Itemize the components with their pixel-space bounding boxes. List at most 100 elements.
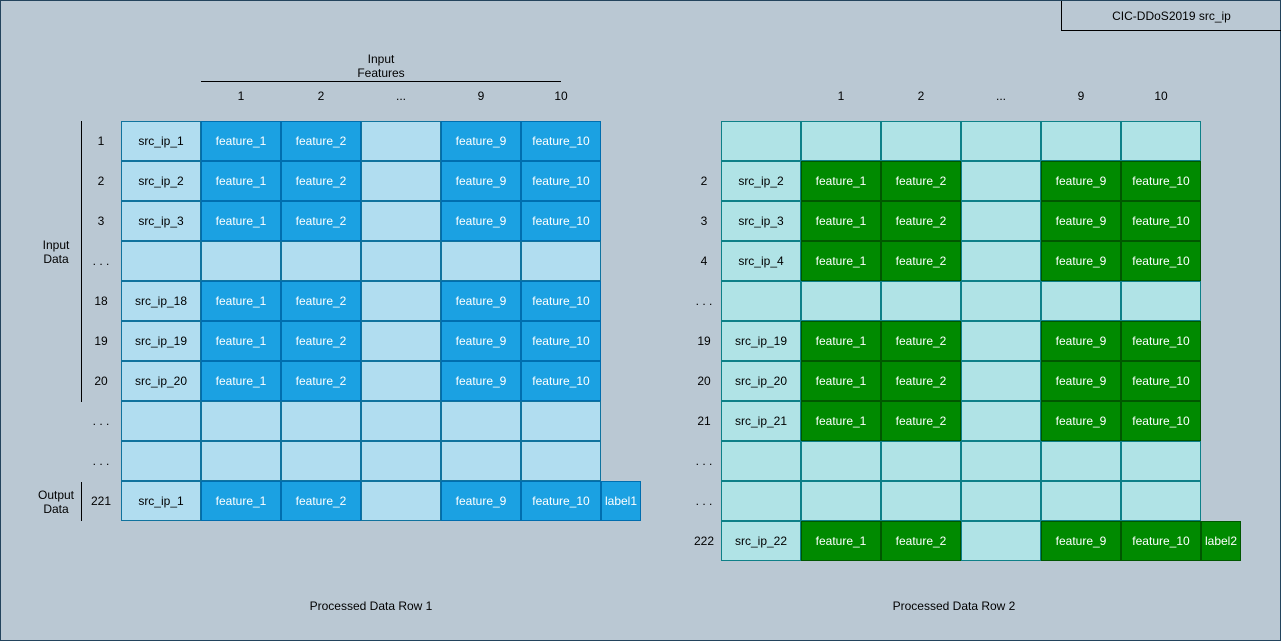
panel1-empty-cell xyxy=(441,241,521,281)
panel1-empty-cell xyxy=(361,121,441,161)
panel2-src-ip-cell: src_ip_3 xyxy=(721,201,801,241)
panel2-empty-cell xyxy=(1041,481,1121,521)
panel2-feature-cell: feature_1 xyxy=(801,161,881,201)
input-features-bracket xyxy=(201,81,561,82)
panel1-label-cell: label1 xyxy=(601,481,641,521)
panel2-empty-cell xyxy=(961,201,1041,241)
panel1-column-header-4: 10 xyxy=(554,89,568,103)
panel2-row-index: . . . xyxy=(695,494,713,508)
panel1-feature-cell: feature_10 xyxy=(521,281,601,321)
panel2-empty-cell xyxy=(961,481,1041,521)
panel2-empty-cell xyxy=(961,321,1041,361)
input-data-label: Input Data xyxy=(42,238,70,266)
panel2-feature-cell: feature_1 xyxy=(801,401,881,441)
panel1-feature-cell: feature_9 xyxy=(441,281,521,321)
panel1-feature-cell: feature_1 xyxy=(201,321,281,361)
panel2-feature-cell: feature_2 xyxy=(881,201,961,241)
panel2-row-index: . . . xyxy=(695,294,713,308)
panel1-column-header-3: 9 xyxy=(477,89,485,103)
panel1-row-index: 19 xyxy=(94,334,108,348)
panel2-empty-cell xyxy=(1041,441,1121,481)
panel2-src-ip-cell: src_ip_20 xyxy=(721,361,801,401)
panel1-feature-cell: feature_1 xyxy=(201,161,281,201)
panel1-row-index: 3 xyxy=(97,214,105,228)
panel2-feature-cell: feature_2 xyxy=(881,401,961,441)
panel1-feature-cell: feature_2 xyxy=(281,361,361,401)
panel2-empty-cell xyxy=(1041,121,1121,161)
panel2-src-ip-cell: src_ip_4 xyxy=(721,241,801,281)
panel1-feature-cell: feature_2 xyxy=(281,121,361,161)
panel2-feature-cell: feature_10 xyxy=(1121,201,1201,241)
panel1-feature-cell: feature_9 xyxy=(441,361,521,401)
panel1-empty-cell xyxy=(361,441,441,481)
panel2-src-ip-cell xyxy=(721,441,801,481)
panel1-src-ip-cell: src_ip_1 xyxy=(121,121,201,161)
panel1-feature-cell: feature_2 xyxy=(281,481,361,521)
panel2-feature-cell: feature_9 xyxy=(1041,361,1121,401)
panel1-feature-cell: feature_9 xyxy=(441,321,521,361)
panel1-empty-cell xyxy=(361,321,441,361)
panel1-src-ip-cell: src_ip_3 xyxy=(121,201,201,241)
panel1-row-index: 20 xyxy=(94,374,108,388)
panel1-feature-cell: feature_1 xyxy=(201,481,281,521)
panel1-empty-cell xyxy=(281,401,361,441)
output-data-bracket xyxy=(81,482,82,521)
panel2-row-index: . . . xyxy=(695,454,713,468)
panel2-column-header-1: 2 xyxy=(917,89,925,103)
panel1-column-header-2: ... xyxy=(395,89,406,103)
panel1-row-index: . . . xyxy=(92,454,110,468)
panel1-src-ip-cell: src_ip_20 xyxy=(121,361,201,401)
panel2-feature-cell: feature_1 xyxy=(801,321,881,361)
panel2-feature-cell: feature_10 xyxy=(1121,361,1201,401)
panel2-empty-cell xyxy=(1121,481,1201,521)
panel1-src-ip-cell: src_ip_2 xyxy=(121,161,201,201)
panel2-feature-cell: feature_9 xyxy=(1041,201,1121,241)
panel2-feature-cell: feature_1 xyxy=(801,241,881,281)
panel1-feature-cell: feature_10 xyxy=(521,321,601,361)
panel1-row-index: 18 xyxy=(94,294,108,308)
panel1-feature-cell: feature_9 xyxy=(441,161,521,201)
panel1-feature-cell: feature_2 xyxy=(281,321,361,361)
panel2-empty-cell xyxy=(961,401,1041,441)
panel2-row-index: 19 xyxy=(697,334,711,348)
panel1-feature-cell: feature_1 xyxy=(201,121,281,161)
panel1-column-header-0: 1 xyxy=(237,89,245,103)
panel2-feature-cell: feature_9 xyxy=(1041,521,1121,561)
input-data-bracket xyxy=(81,121,82,402)
panel1-empty-cell xyxy=(521,241,601,281)
panel2-empty-cell xyxy=(961,521,1041,561)
panel2-feature-cell: feature_10 xyxy=(1121,401,1201,441)
panel1-feature-cell: feature_1 xyxy=(201,361,281,401)
panel1-row-index: 1 xyxy=(97,134,105,148)
panel2-feature-cell: feature_2 xyxy=(881,161,961,201)
panel2-feature-cell: feature_10 xyxy=(1121,241,1201,281)
panel1-empty-cell xyxy=(361,401,441,441)
panel1-feature-cell: feature_10 xyxy=(521,201,601,241)
panel2-feature-cell: feature_9 xyxy=(1041,321,1121,361)
panel1-empty-cell xyxy=(441,441,521,481)
panel2-row-index: 2 xyxy=(700,174,708,188)
panel1-empty-cell xyxy=(201,401,281,441)
panel2-empty-cell xyxy=(961,121,1041,161)
panel1-feature-cell: feature_10 xyxy=(521,481,601,521)
panel2-feature-cell: feature_1 xyxy=(801,521,881,561)
dataset-title-tag: CIC-DDoS2019 src_ip xyxy=(1061,1,1281,31)
panel1-row-index: . . . xyxy=(92,254,110,268)
panel1-row-index: 221 xyxy=(90,494,112,508)
panel2-column-header-0: 1 xyxy=(837,89,845,103)
panel1-empty-cell xyxy=(361,361,441,401)
panel1-feature-cell: feature_10 xyxy=(521,121,601,161)
panel2-feature-cell: feature_10 xyxy=(1121,161,1201,201)
panel1-feature-cell: feature_2 xyxy=(281,281,361,321)
panel2-feature-cell: feature_2 xyxy=(881,321,961,361)
panel2-feature-cell: feature_10 xyxy=(1121,321,1201,361)
panel1-empty-cell xyxy=(361,201,441,241)
panel2-empty-cell xyxy=(801,121,881,161)
panel1-feature-cell: feature_1 xyxy=(201,281,281,321)
panel1-src-ip-cell: src_ip_18 xyxy=(121,281,201,321)
panel1-src-ip-cell xyxy=(121,241,201,281)
output-data-label: Output Data xyxy=(37,488,75,516)
panel2-src-ip-cell xyxy=(721,121,801,161)
panel2-empty-cell xyxy=(961,361,1041,401)
